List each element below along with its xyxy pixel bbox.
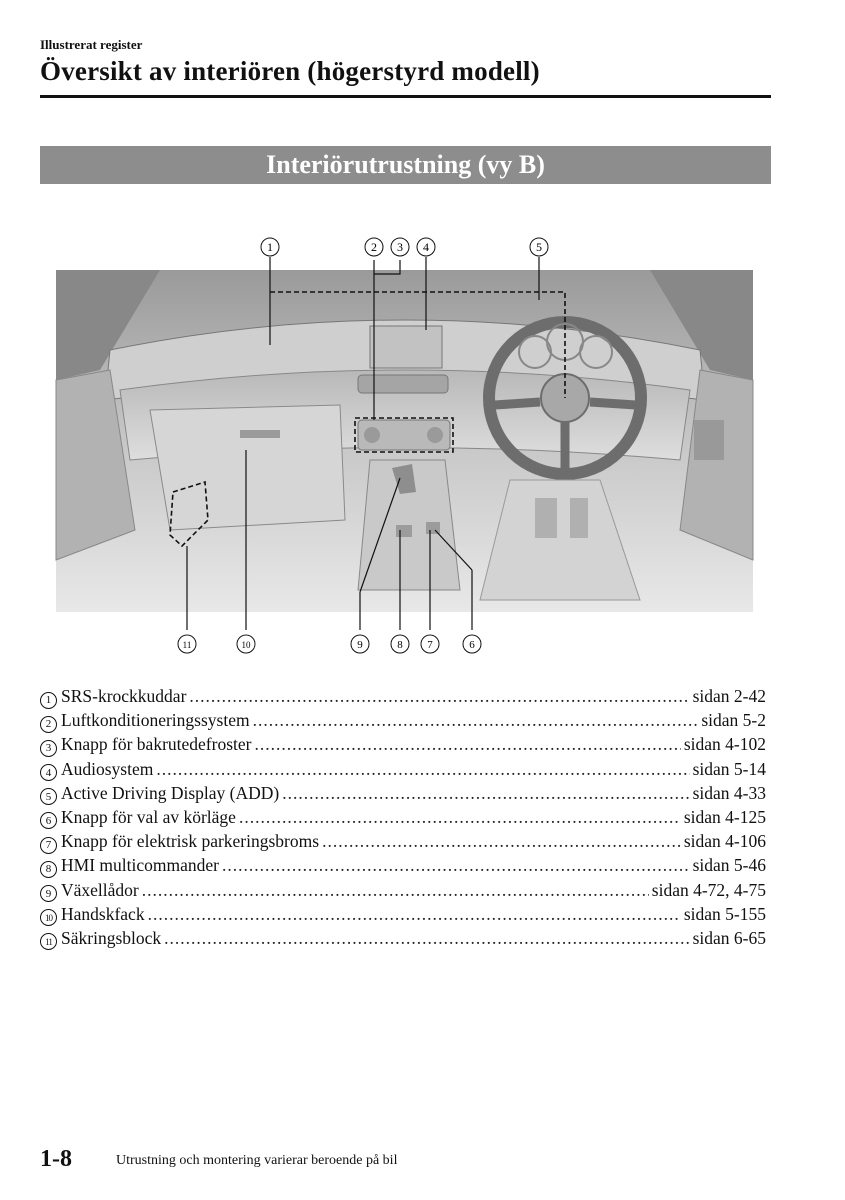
svg-text:9: 9: [357, 639, 363, 651]
legend-item: 6 Knapp för val av körläge sidan 4-125: [40, 807, 766, 831]
svg-text:10: 10: [242, 640, 252, 650]
leader-dots: [282, 783, 689, 804]
legend-page-ref: sidan 5-46: [692, 855, 766, 876]
callout-9: 9: [350, 634, 370, 654]
legend-page-ref: sidan 4-33: [692, 782, 766, 803]
callout-10: 10: [236, 634, 256, 654]
leader-dots: [239, 807, 681, 828]
legend-list: 1 SRS-krockkuddar sidan 2-42 2 Luftkondi…: [40, 686, 766, 952]
svg-text:8: 8: [397, 639, 403, 651]
legend-page-ref: sidan 6-65: [692, 927, 766, 948]
legend-label: Växellådor: [61, 879, 139, 900]
svg-text:2: 2: [371, 240, 377, 254]
interior-photo: [55, 270, 754, 612]
legend-page-ref: sidan 4-125: [683, 806, 766, 827]
legend-item: 4 Audiosystem sidan 5-14: [40, 759, 766, 783]
fuse-block-highlight: [169, 480, 209, 548]
legend-label: Audiosystem: [61, 758, 154, 779]
legend-label: HMI multicommander: [61, 855, 219, 876]
legend-label: Handskfack: [61, 903, 145, 924]
callout-1: 1: [260, 237, 280, 257]
bottom-callouts: 11 10 9 8 7 6: [177, 634, 482, 654]
legend-item: 2 Luftkonditioneringssystem sidan 5-2: [40, 710, 766, 734]
breadcrumb: Illustrerat register: [40, 37, 143, 52]
legend-number: 5: [40, 788, 57, 806]
callout-3: 3: [390, 237, 410, 257]
legend-page-ref: sidan 4-72, 4-75: [651, 879, 766, 900]
legend-number: 6: [40, 812, 57, 830]
leader-dots: [222, 855, 690, 876]
legend-label: SRS-krockkuddar: [61, 686, 187, 706]
legend-item: 1 SRS-krockkuddar sidan 2-42: [40, 686, 766, 710]
page-number: 1-8: [40, 1146, 72, 1172]
legend-page-ref: sidan 5-2: [701, 710, 766, 731]
leader-dots: [322, 831, 681, 852]
legend-item: 5 Active Driving Display (ADD) sidan 4-3…: [40, 783, 766, 807]
callout-4: 4: [416, 237, 436, 257]
callout-8: 8: [390, 634, 410, 654]
airbag-highlight: [270, 291, 566, 398]
legend-number: 1: [40, 691, 57, 709]
svg-text:7: 7: [427, 639, 433, 651]
page-title: Översikt av interiören (högerstyrd model…: [40, 56, 540, 86]
callout-6: 6: [462, 634, 482, 654]
svg-text:11: 11: [183, 640, 192, 650]
legend-label: Knapp för val av körläge: [61, 806, 236, 827]
legend-number: 4: [40, 764, 57, 782]
legend-item: 9 Växellådor sidan 4-72, 4-75: [40, 880, 766, 904]
legend-item: 7 Knapp för elektrisk parkeringsbroms si…: [40, 831, 766, 855]
legend-page-ref: sidan 2-42: [692, 686, 766, 706]
leader-dots: [148, 904, 681, 925]
legend-page-ref: sidan 4-106: [683, 831, 766, 852]
leader-dots: [156, 759, 689, 780]
title-divider: [40, 95, 771, 98]
climate-highlight: [354, 417, 454, 453]
callout-2: 2: [364, 237, 384, 257]
legend-item: 3 Knapp för bakrutedefroster sidan 4-102: [40, 734, 766, 758]
legend-page-ref: sidan 4-102: [683, 734, 766, 755]
svg-text:1: 1: [267, 240, 273, 254]
leader-dots: [254, 734, 680, 755]
interior-illustration: 1 2 3 4 5 11 10 9: [55, 237, 754, 654]
footer-note: Utrustning och montering varierar beroen…: [116, 1153, 398, 1168]
legend-number: 7: [40, 836, 57, 854]
legend-item: 8 HMI multicommander sidan 5-46: [40, 855, 766, 879]
callout-5: 5: [529, 237, 549, 257]
callout-7: 7: [420, 634, 440, 654]
leader-dots: [164, 928, 689, 949]
legend-page-ref: sidan 5-155: [683, 903, 766, 924]
legend-number: 2: [40, 715, 57, 733]
top-callouts: 1 2 3 4 5: [260, 237, 549, 257]
svg-text:5: 5: [536, 240, 542, 254]
section-banner-text: Interiörutrustning (vy B): [266, 150, 545, 179]
legend-number: 8: [40, 860, 57, 878]
legend-number: 9: [40, 885, 57, 902]
svg-text:3: 3: [397, 240, 403, 254]
legend-item: 10 Handskfack sidan 5-155: [40, 904, 766, 928]
svg-text:4: 4: [423, 240, 429, 254]
legend-label: Säkringsblock: [61, 927, 162, 948]
legend-label: Knapp för elektrisk parkeringsbroms: [61, 831, 320, 852]
svg-text:6: 6: [469, 639, 475, 651]
legend-label: Knapp för bakrutedefroster: [61, 734, 252, 755]
legend-item: 11 Säkringsblock sidan 6-65: [40, 928, 766, 952]
legend-number: 3: [40, 739, 57, 757]
leader-dots: [142, 880, 649, 901]
legend-label: Luftkonditioneringssystem: [61, 710, 250, 731]
leader-dots: [253, 710, 699, 731]
callout-11: 11: [177, 634, 197, 654]
section-banner: Interiörutrustning (vy B): [40, 146, 771, 184]
leader-dots: [189, 686, 689, 707]
legend-label: Active Driving Display (ADD): [61, 782, 280, 803]
legend-page-ref: sidan 5-14: [692, 758, 766, 779]
legend-number: 10: [40, 909, 57, 927]
legend-number: 11: [40, 933, 57, 951]
